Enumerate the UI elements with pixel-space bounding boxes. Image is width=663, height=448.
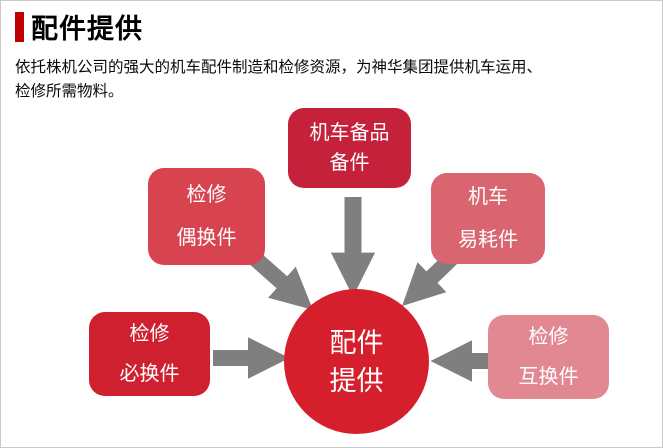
- node-locomotive-consumables: 机车 易耗件: [431, 173, 545, 264]
- node-label: 机车: [468, 185, 508, 208]
- description-line-1: 依托株机公司的强大的机车配件制造和检修资源，为神华集团提供机车运用、: [15, 59, 543, 76]
- node-overhaul-mandatory-parts: 检修 必换件: [89, 312, 210, 396]
- center-parts-supply-circle: 配件 提供: [284, 289, 429, 434]
- node-locomotive-spare-parts: 机车备品 备件: [288, 108, 411, 188]
- node-label: 易耗件: [458, 228, 518, 251]
- description-text: 依托株机公司的强大的机车配件制造和检修资源，为神华集团提供机车运用、 检修所需物…: [15, 56, 655, 104]
- node-label: 检修: [528, 326, 569, 348]
- node-label: 机车备品: [309, 122, 390, 144]
- node-label: 检修: [129, 323, 170, 345]
- node-label: 备件: [329, 152, 370, 174]
- center-label: 提供: [329, 365, 384, 396]
- node-overhaul-interchangeable-parts: 检修 互换件: [488, 315, 609, 399]
- center-label: 配件: [329, 327, 384, 358]
- description-line-2: 检修所需物料。: [15, 83, 124, 100]
- title-accent-bar: [15, 12, 24, 42]
- node-label: 偶换件: [176, 226, 237, 249]
- node-label: 检修: [186, 183, 227, 206]
- node-overhaul-occasional-parts: 检修 偶换件: [148, 168, 265, 265]
- node-label: 互换件: [518, 366, 579, 388]
- node-label: 必换件: [119, 363, 180, 385]
- page-title: 配件提供: [31, 14, 143, 44]
